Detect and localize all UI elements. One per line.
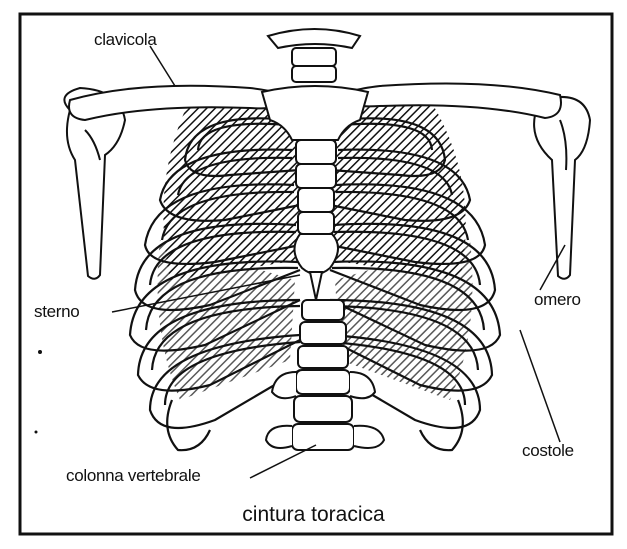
label-costole: costole [522, 441, 574, 461]
leader-colonna-vertebrale [250, 445, 316, 478]
label-colonna-vertebrale: colonna vertebrale [66, 466, 200, 486]
leader-costole [520, 330, 560, 442]
label-sterno: sterno [34, 302, 79, 322]
cervical-vertebrae [268, 29, 360, 82]
figure-caption: cintura toracica [0, 503, 627, 527]
label-clavicola: clavicola [94, 30, 157, 50]
scan-marks [35, 350, 43, 434]
leader-clavicola [150, 46, 175, 86]
label-omero: omero [534, 290, 581, 310]
